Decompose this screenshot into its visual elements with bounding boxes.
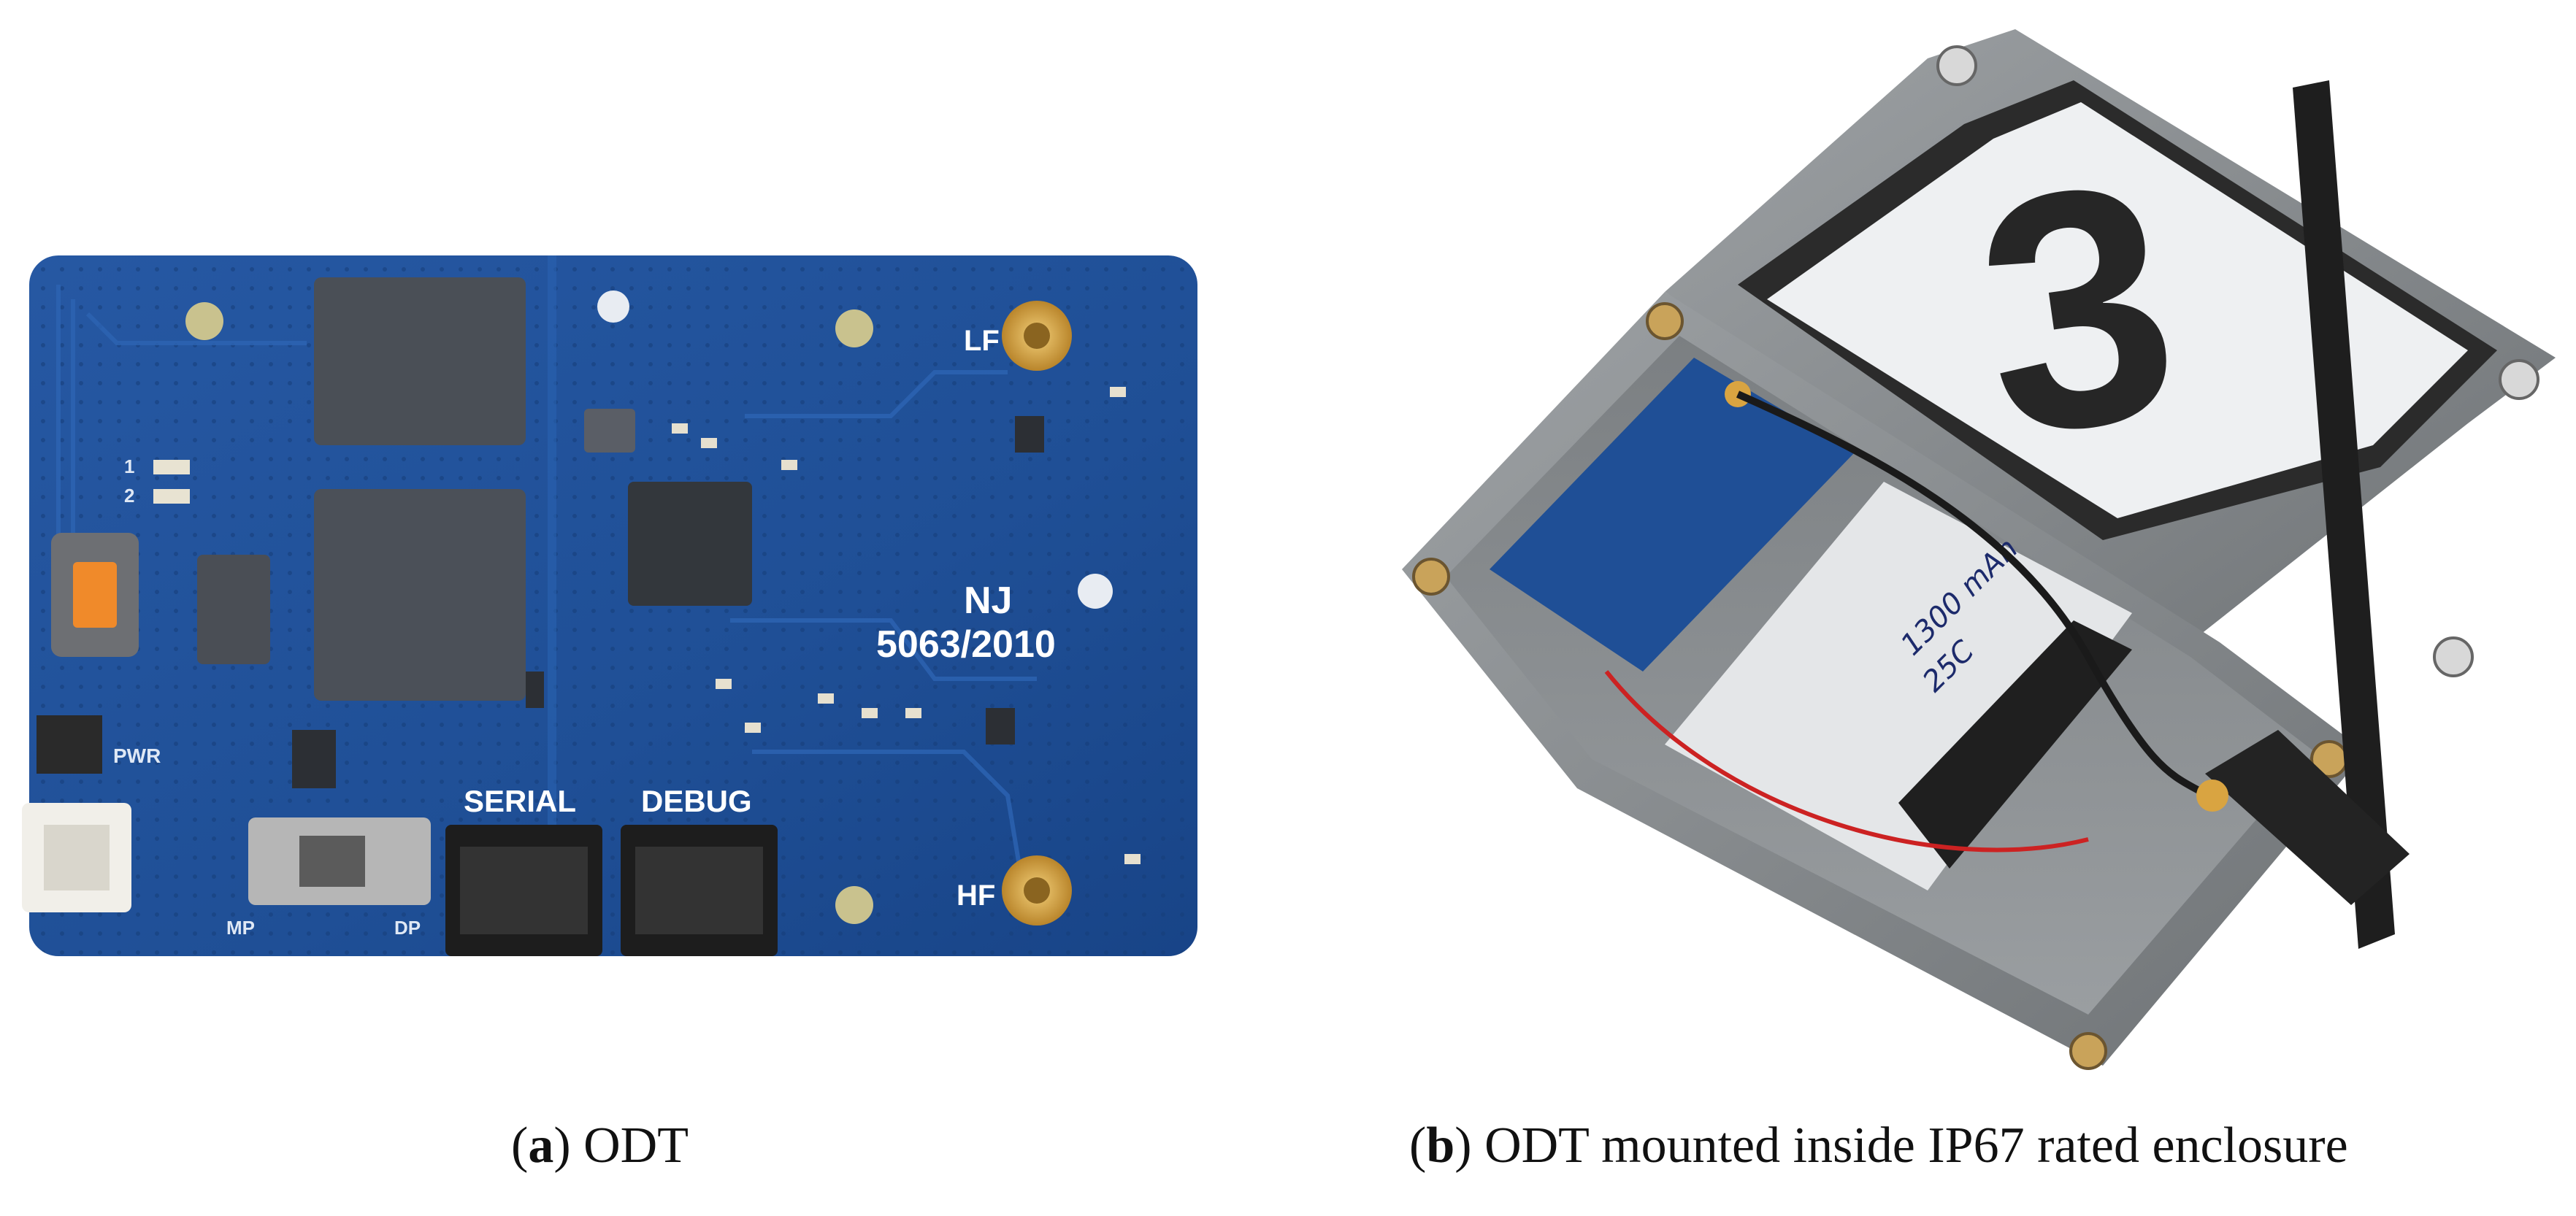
hf-label: HF [957,880,995,912]
odt-board-inside [1490,358,1855,672]
caption-a: (a) ODT [511,1117,689,1174]
lf-label: LF [964,325,1000,357]
serial-label: SERIAL [464,784,576,818]
nj-label: NJ [964,580,1012,622]
odt-board-illustration: 1 2 PWR MP DP SERIAL DEBUG LF HF NJ 5063… [22,255,1197,956]
mcu-chip [314,489,526,701]
dp-label: DP [394,917,421,939]
antenna [2293,80,2395,949]
mounting-pad [185,302,223,340]
caption-b: (b) ODT mounted inside IP67 rated enclos… [1409,1117,2348,1174]
enclosure-illustration: 3 1300 mAh 25C [1402,29,2556,1070]
memory-chip-top [314,277,526,445]
caption-b-text: ODT mounted inside IP67 rated enclosure [1484,1117,2348,1174]
panel-b-enclosure-photo: 3 1300 mAh 25C [1358,15,2570,1095]
radio-chip [628,482,752,606]
battery-pack [1665,482,2132,890]
caption-b-letter: b [1426,1117,1455,1174]
led1-label: 1 [124,455,134,477]
number-label-plate [1767,102,2468,518]
caption-a-letter: a [528,1117,554,1174]
debug-label: DEBUG [641,784,752,818]
caption-a-text: ODT [583,1117,689,1174]
led2-label: 2 [124,485,134,507]
pwr-label: PWR [113,744,161,767]
panel-a-odt-photo: 1 2 PWR MP DP SERIAL DEBUG LF HF NJ 5063… [15,241,1212,978]
nj-number-label: 5063/2010 [876,623,1056,666]
mp-label: MP [226,917,255,939]
